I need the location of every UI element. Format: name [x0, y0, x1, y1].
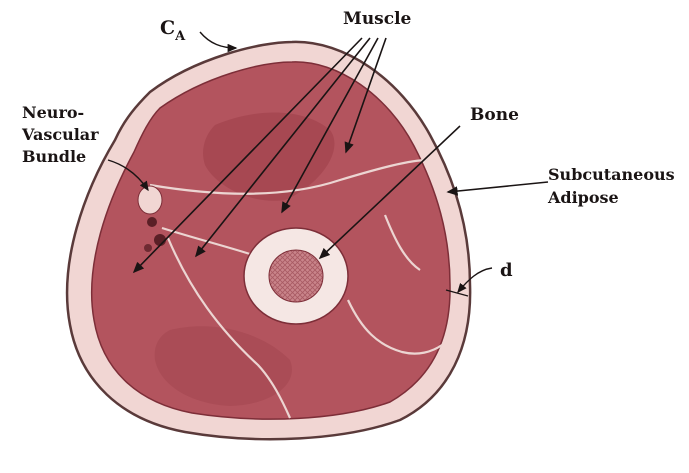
label-muscle: Muscle — [343, 9, 412, 29]
label-vascular: Vascular — [21, 125, 99, 144]
label-neuro: Neuro- — [22, 103, 84, 122]
bone — [244, 228, 348, 324]
label-ca: CA — [160, 17, 186, 44]
label-subcutaneous: Subcutaneous — [548, 165, 675, 184]
label-bone: Bone — [470, 105, 519, 125]
label-bundle: Bundle — [22, 147, 86, 166]
label-adipose: Adipose — [547, 188, 619, 207]
ca-arrow — [200, 32, 236, 48]
label-d: d — [500, 260, 513, 281]
adipose-arrow — [448, 182, 548, 192]
